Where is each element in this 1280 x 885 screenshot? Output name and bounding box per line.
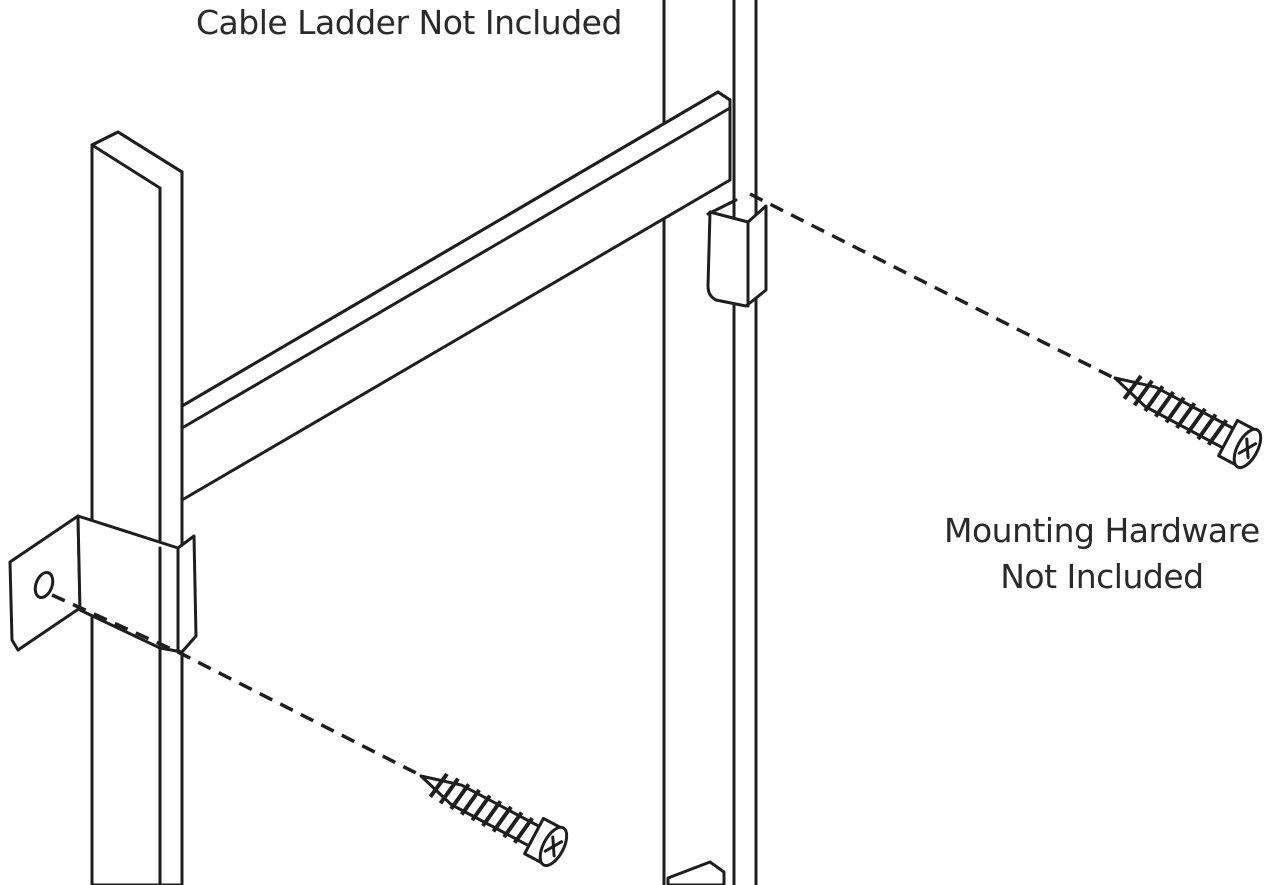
clip-bracket-lower <box>666 860 726 885</box>
mounting-hardware-note: Mounting Hardware Not Included <box>944 508 1260 599</box>
alignment-line-upper <box>749 192 1119 382</box>
left-ladder-rail <box>90 130 184 885</box>
screw-icon <box>1113 374 1263 470</box>
cable-ladder-note: Cable Ladder Not Included <box>196 3 622 42</box>
bracket-icon <box>8 514 198 654</box>
mounting-hardware-note-line2: Not Included <box>1000 556 1204 596</box>
mounting-hardware-note-line1: Mounting Hardware <box>944 511 1260 550</box>
ladder-rung <box>180 90 732 502</box>
clip-bracket-upper <box>706 198 768 308</box>
screw-icon <box>419 772 569 868</box>
alignment-line-lower <box>51 593 419 776</box>
